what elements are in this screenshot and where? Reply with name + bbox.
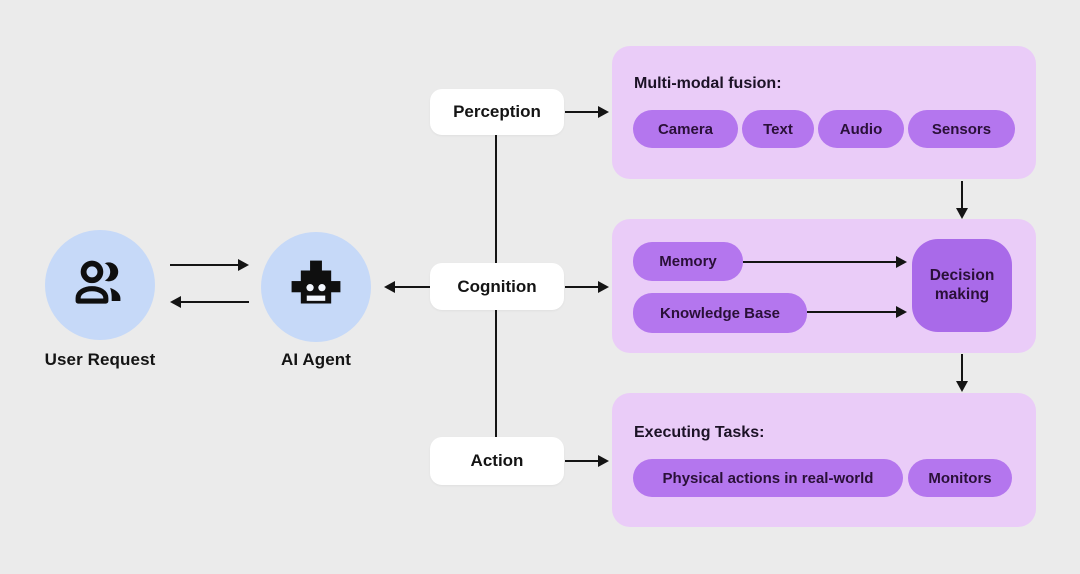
executing-pill-row: Physical actions in real-world Monitors xyxy=(633,459,1012,497)
stage-cognition: Cognition xyxy=(430,263,564,310)
panel-multimodal-title: Multi-modal fusion: xyxy=(634,75,782,92)
ai-agent-label: AI Agent xyxy=(280,350,352,369)
connector-perception-cognition xyxy=(495,135,497,263)
arrow-panel1-to-panel2 xyxy=(961,181,963,208)
pill-physical-actions: Physical actions in real-world xyxy=(633,459,903,497)
user-request-label: User Request xyxy=(44,350,156,369)
pill-camera: Camera xyxy=(633,110,738,148)
panel-cognition-internals: Memory Knowledge Base Decision making xyxy=(612,219,1036,353)
arrow-panel2-to-panel3 xyxy=(961,354,963,381)
pill-text: Text xyxy=(742,110,814,148)
user-request-circle xyxy=(45,230,155,340)
pill-sensors: Sensors xyxy=(908,110,1015,148)
people-icon xyxy=(75,260,121,304)
arrow-cognition-to-panel xyxy=(565,286,598,288)
decision-making-node: Decision making xyxy=(912,239,1012,332)
arrow-action-to-panel xyxy=(565,460,598,462)
connector-cognition-action xyxy=(495,310,497,437)
ai-agent-circle xyxy=(261,232,371,342)
pill-audio: Audio xyxy=(818,110,904,148)
pill-memory: Memory xyxy=(633,242,743,281)
panel-executing-title: Executing Tasks: xyxy=(634,424,765,441)
arrow-knowledgebase-to-decision xyxy=(807,311,896,313)
arrow-memory-to-decision xyxy=(743,261,896,263)
stage-action: Action xyxy=(430,437,564,485)
robot-icon xyxy=(291,260,341,304)
pill-monitors: Monitors xyxy=(908,459,1012,497)
arrow-agent-to-user xyxy=(181,301,249,303)
multimodal-pill-row: Camera Text Audio Sensors xyxy=(633,110,1015,148)
panel-multimodal-fusion: Multi-modal fusion: Camera Text Audio Se… xyxy=(612,46,1036,179)
panel-executing-tasks: Executing Tasks: Physical actions in rea… xyxy=(612,393,1036,527)
pill-knowledge-base: Knowledge Base xyxy=(633,293,807,333)
arrow-cognition-to-agent xyxy=(395,286,430,288)
arrow-perception-to-panel xyxy=(565,111,598,113)
stage-perception: Perception xyxy=(430,89,564,135)
arrow-user-to-agent xyxy=(170,264,238,266)
